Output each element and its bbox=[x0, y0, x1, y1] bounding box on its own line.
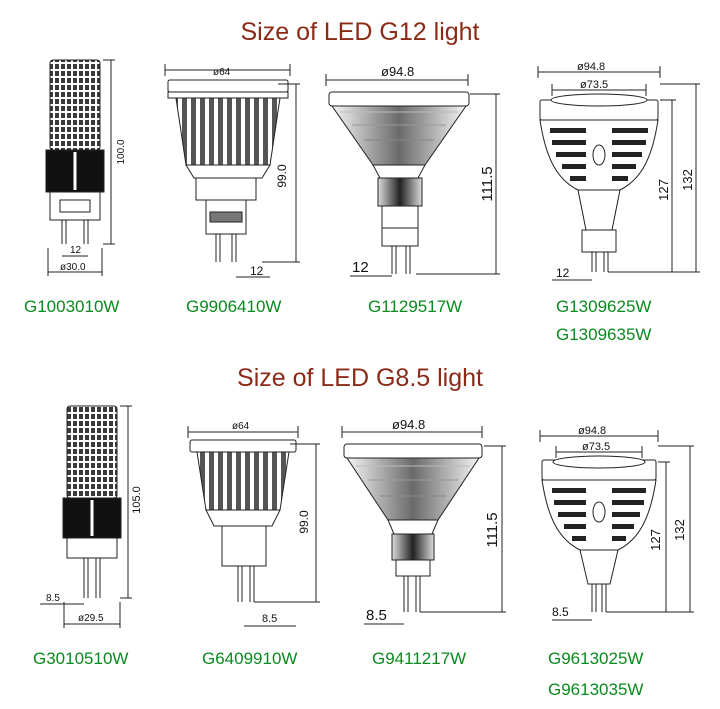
par-lamp-95-g12-drawing bbox=[325, 74, 500, 277]
pin-dim-label: 8.5 bbox=[262, 613, 277, 625]
height-dim-label: 100.0 bbox=[116, 139, 127, 164]
model-label: G1129517W bbox=[368, 297, 463, 316]
height-dim-label: 105.0 bbox=[131, 486, 143, 514]
model-label: G9613025W bbox=[548, 649, 644, 668]
section-title-g85: Size of LED G8.5 light bbox=[237, 364, 483, 392]
par-lamp-95-g85-drawing bbox=[341, 426, 506, 625]
model-label: G1309635W bbox=[556, 325, 652, 344]
shop-lamp-g85-drawing bbox=[539, 430, 694, 621]
pin-dim-label: 8.5 bbox=[366, 607, 387, 624]
height-dim-label: 99.0 bbox=[275, 164, 289, 188]
model-label: G3010510W bbox=[33, 649, 129, 668]
section-title-g12: Size of LED G12 light bbox=[240, 18, 480, 46]
model-label: G1309625W bbox=[556, 297, 652, 316]
inner-diameter-label: ø73.5 bbox=[582, 441, 610, 453]
diameter-dim-label: ø30.0 bbox=[60, 262, 86, 273]
diameter-dim-label: ø94.8 bbox=[381, 64, 414, 79]
pin-dim-label: 12 bbox=[556, 266, 570, 280]
model-label: G9906410W bbox=[186, 297, 282, 316]
diameter-dim-label: ø64 bbox=[213, 67, 231, 78]
diameter-dim-label: ø64 bbox=[232, 421, 250, 432]
pin-dim-label: 12 bbox=[250, 264, 264, 278]
inner-diameter-label: ø73.5 bbox=[580, 79, 608, 91]
corn-lamp-g12-drawing bbox=[45, 59, 115, 276]
corn-lamp-g85-drawing bbox=[40, 405, 132, 628]
height-dim-label: 111.5 bbox=[484, 512, 501, 547]
model-label: G1003010W bbox=[24, 297, 120, 316]
model-label: G6409910W bbox=[202, 649, 298, 668]
model-label: G9613035W bbox=[548, 680, 644, 699]
height-dim-label: 127 bbox=[656, 179, 671, 201]
height-dim-label: 111.5 bbox=[479, 166, 496, 201]
pin-dim-label: 12 bbox=[70, 245, 82, 256]
height-dim-label: 99.0 bbox=[297, 510, 311, 534]
height-dim-label: 132 bbox=[680, 169, 695, 191]
height-dim-label: 132 bbox=[672, 519, 687, 541]
diameter-dim-label: ø29.5 bbox=[78, 613, 104, 624]
par-lamp-64-g12-drawing bbox=[164, 64, 300, 278]
height-dim-label: 127 bbox=[648, 529, 663, 551]
pin-dim-label: 8.5 bbox=[552, 605, 569, 619]
pin-dim-label: 8.5 bbox=[46, 593, 60, 604]
pin-dim-label: 12 bbox=[352, 259, 369, 276]
model-label: G9411217W bbox=[372, 649, 467, 668]
outer-diameter-label: ø94.8 bbox=[577, 61, 605, 73]
shop-lamp-g12-drawing bbox=[537, 66, 700, 281]
outer-diameter-label: ø94.8 bbox=[578, 425, 606, 437]
diameter-dim-label: ø94.8 bbox=[392, 417, 425, 432]
par-lamp-64-g85-drawing bbox=[187, 426, 320, 627]
